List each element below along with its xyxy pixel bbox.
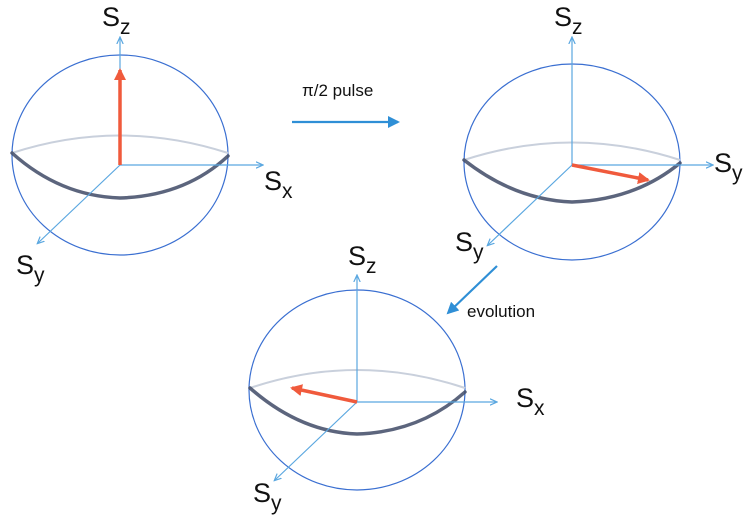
pulse-caption: π/2 pulse xyxy=(302,82,373,99)
y-axis xyxy=(38,165,120,243)
axis-label-sz: Sz xyxy=(348,243,377,277)
sphere-initial xyxy=(12,38,262,255)
evolution-caption: evolution xyxy=(467,303,535,320)
y-axis xyxy=(488,165,572,245)
sphere-after-pulse xyxy=(464,38,712,260)
axis-label-sy: Sy xyxy=(16,252,45,286)
spin-vector xyxy=(572,165,648,180)
spin-vector xyxy=(292,388,357,402)
sphere-after-evolution xyxy=(249,276,496,490)
axis-label-sx: Sx xyxy=(264,168,293,202)
axis-label-sx: Sx xyxy=(516,385,545,419)
axis-label-sz: Sz xyxy=(102,4,131,38)
axis-label-sy: Sy xyxy=(253,480,282,514)
axis-label-sy: Sy xyxy=(455,229,484,263)
axis-label-sz: Sz xyxy=(554,4,583,38)
axis-label-sy-right: Sy xyxy=(714,150,743,184)
